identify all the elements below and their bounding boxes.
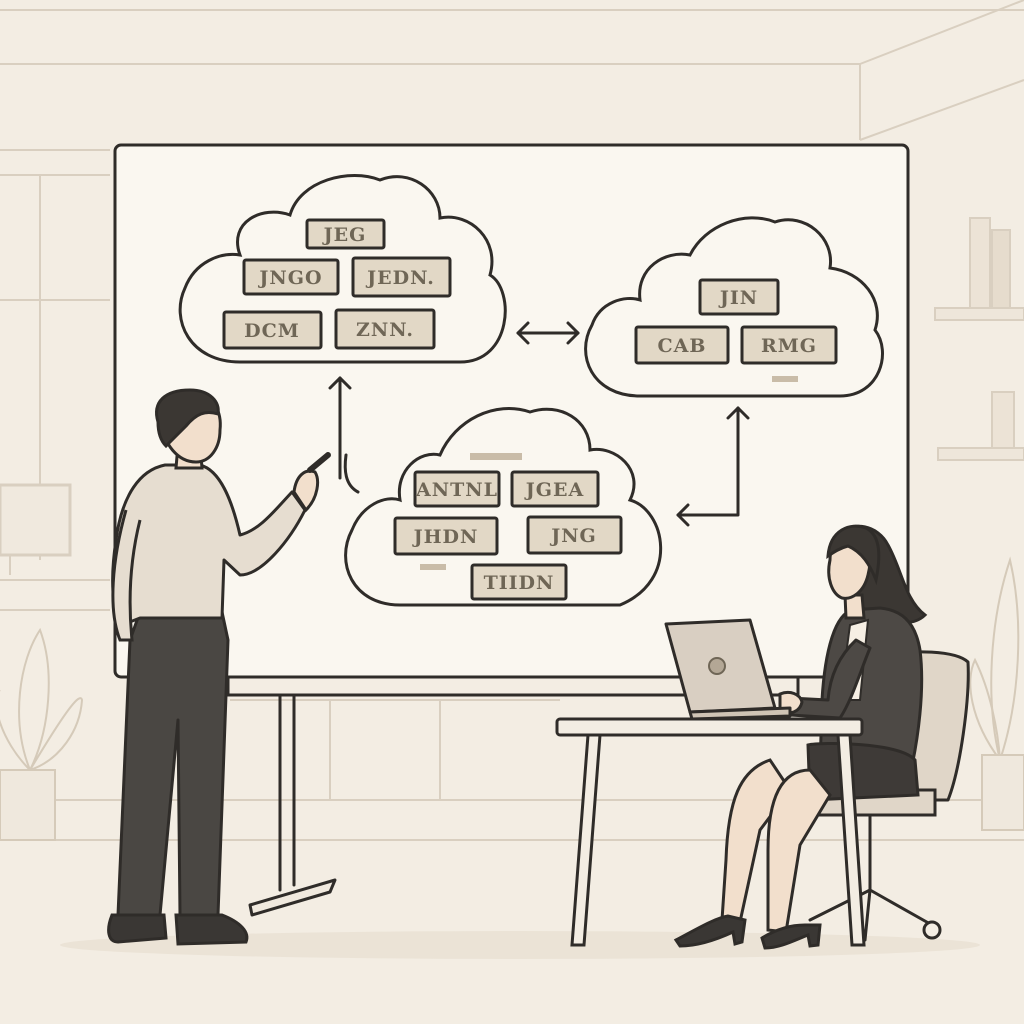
label-text: ZNN. (356, 319, 414, 341)
label-text: JIN (718, 287, 758, 309)
label-box: JIN (698, 278, 780, 316)
label-text: CAB (658, 335, 707, 357)
plant-icon (0, 627, 84, 841)
scribble-mark (772, 376, 798, 382)
plant-icon (969, 556, 1024, 831)
double-arrow-icon (516, 321, 580, 345)
label-box: CAB (634, 325, 730, 365)
label-box: RMG (740, 325, 838, 365)
label-text: JNG (549, 525, 597, 547)
wall-monitor (0, 483, 72, 575)
label-box: JEG (305, 218, 386, 250)
label-box: JGEA (510, 470, 600, 508)
desk (555, 717, 866, 947)
woman-at-laptop (673, 524, 928, 950)
label-text: JGEA (524, 479, 584, 501)
label-text: DCM (244, 320, 300, 342)
label-text: JHDN (412, 526, 479, 548)
label-text: JNGO (257, 267, 322, 289)
arrow-up-icon (328, 376, 360, 494)
arrow-connector-icon (676, 406, 750, 527)
label-box: JNGO (242, 258, 340, 296)
laptop-logo-icon (708, 657, 726, 675)
label-text: JEDN. (365, 267, 435, 289)
label-text: TIIDN (484, 572, 555, 594)
label-text: RMG (761, 335, 817, 357)
scribble-mark (470, 453, 522, 460)
presenter-man (107, 388, 331, 946)
label-box: JNG (526, 515, 623, 555)
label-box: ZNN. (334, 308, 436, 350)
label-box: JHDN (393, 516, 499, 556)
label-box: ANTNL (413, 470, 501, 508)
cloud-icon (344, 407, 663, 607)
scribble-mark (420, 564, 446, 570)
label-text: ANTNL (415, 479, 498, 501)
laptop (664, 618, 792, 721)
label-box: TIIDN (470, 563, 568, 601)
label-box: DCM (222, 310, 323, 350)
label-box: JEDN. (351, 256, 452, 298)
wall-shelves (934, 217, 1024, 461)
label-text: JEG (322, 224, 367, 246)
